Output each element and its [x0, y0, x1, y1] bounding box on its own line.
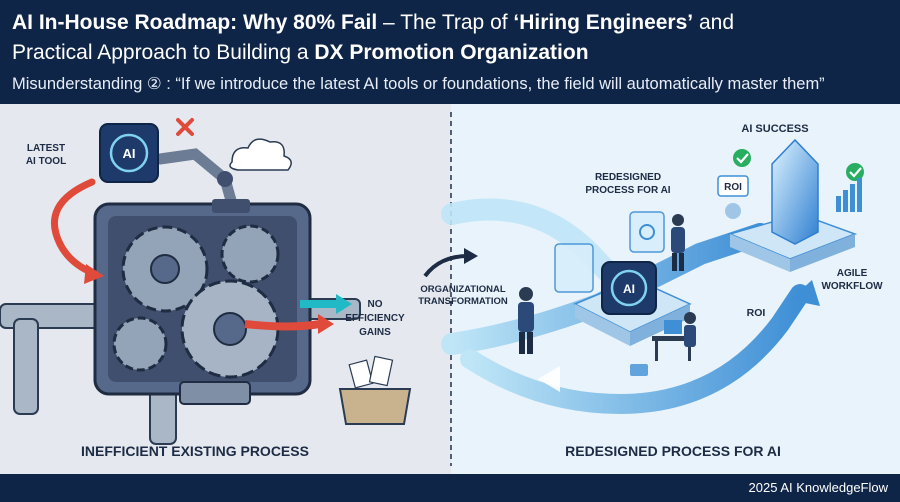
pie-chart-icon: [725, 203, 741, 219]
agile-label-line1: AGILE: [837, 268, 868, 279]
title-text-end: and: [693, 11, 734, 34]
success-label: AI SUCCESS: [741, 123, 808, 135]
machine-base: [179, 381, 251, 405]
no-gains-line3: GAINS: [359, 327, 391, 338]
roi-badge-text: ROI: [724, 182, 742, 193]
ai-chip-ring: [109, 133, 149, 173]
settings-screen: [629, 211, 665, 253]
bar-chart-icon: [836, 178, 862, 212]
footer-credit: 2025 AI KnowledgeFlow: [748, 480, 888, 495]
cloud-icon: [229, 138, 292, 171]
waste-box: [338, 355, 412, 425]
output-arrowhead-teal: [336, 294, 352, 314]
roi-badge: [717, 175, 749, 197]
title-emphasis: AI In-House Roadmap: Why 80% Fail: [12, 11, 378, 34]
output-arrow-red: [244, 320, 321, 331]
footer: 2025 AI KnowledgeFlow: [0, 474, 900, 502]
transform-arrowhead: [464, 248, 478, 264]
ai-chip-ring-right: [610, 269, 648, 307]
process-label-line2: PROCESS FOR AI: [585, 185, 670, 196]
header: AI In-House Roadmap: Why 80% Fail – The …: [0, 0, 900, 104]
ai-chip-label-right: AI: [623, 282, 635, 296]
close-icon: [176, 118, 194, 136]
flow-ribbon-bottom: [460, 284, 810, 415]
arm-base: [212, 199, 250, 213]
title-line-2: Practical Approach to Building a DX Prom…: [12, 40, 589, 66]
no-gains-line2: EFFICIENCY: [345, 313, 405, 324]
ai-tool-chip: AI: [99, 123, 159, 183]
tower-crystal: [771, 138, 819, 245]
left-caption: INEFFICIENT EXISTING PROCESS: [81, 443, 309, 459]
title-text: – The Trap of: [377, 11, 514, 34]
subtitle: Misunderstanding ② : “If we introduce th…: [12, 75, 825, 93]
robot-arm: [154, 148, 250, 213]
tower-base-right: [790, 234, 855, 272]
failed-input-arrowhead: [84, 264, 104, 284]
ai-platform: AI: [573, 261, 692, 346]
check-icon: [846, 163, 864, 181]
tool-label-line2: AI TOOL: [26, 156, 66, 167]
title-emphasis: DX Promotion Organization: [314, 41, 589, 64]
ai-chip-body: [99, 123, 159, 183]
arm-joint: [217, 171, 233, 187]
output-arrowhead-red: [318, 314, 334, 334]
person-at-desk-icon: [652, 312, 696, 361]
platform-side-right: [630, 304, 690, 346]
transform-label-line2: TRANSFORMATION: [418, 296, 508, 307]
success-tower: [727, 138, 858, 272]
check-icon: [733, 149, 751, 167]
ai-chip-label: AI: [123, 146, 136, 161]
gear-bottom: [112, 316, 168, 372]
cube-icon: [630, 364, 648, 376]
person-icon: [671, 214, 685, 271]
agile-label-line2: WORKFLOW: [821, 281, 883, 292]
tower-base-left: [730, 234, 790, 272]
gear-small: [220, 224, 280, 284]
tool-label-line1: LATEST: [27, 143, 65, 154]
platform-side-left: [575, 304, 630, 346]
diagram-svg: AI LATEST AI TOOL NO EFFICIENCY GAINS: [0, 104, 900, 474]
roi-label: ROI: [747, 307, 766, 319]
transform-label-line1: ORGANIZATIONAL: [420, 284, 506, 295]
failed-input-arrow: [50, 178, 99, 278]
flow-chevron: [538, 366, 560, 392]
gear-hub: [150, 254, 180, 284]
diagram-area: AI LATEST AI TOOL NO EFFICIENCY GAINS: [0, 104, 900, 474]
ai-chip-body-right: [601, 261, 657, 315]
title-text: Practical Approach to Building a: [12, 41, 315, 64]
gear-icon: [639, 224, 655, 240]
gear-main-hub: [213, 312, 247, 346]
title-quote: ‘Hiring Engineers’: [513, 11, 694, 34]
legacy-machine: [0, 202, 361, 445]
transform-arrow: [423, 254, 469, 278]
dashboard-screen: [554, 243, 594, 293]
process-label-line1: REDESIGNED: [595, 172, 661, 183]
flow-arrowhead: [790, 280, 820, 306]
no-gains-line1: NO: [368, 299, 383, 310]
person-icon: [518, 287, 534, 354]
pipe-down: [13, 318, 39, 415]
right-caption: REDESIGNED PROCESS FOR AI: [565, 443, 781, 459]
arm-segment: [154, 148, 238, 210]
title-line-1: AI In-House Roadmap: Why 80% Fail – The …: [12, 10, 734, 36]
